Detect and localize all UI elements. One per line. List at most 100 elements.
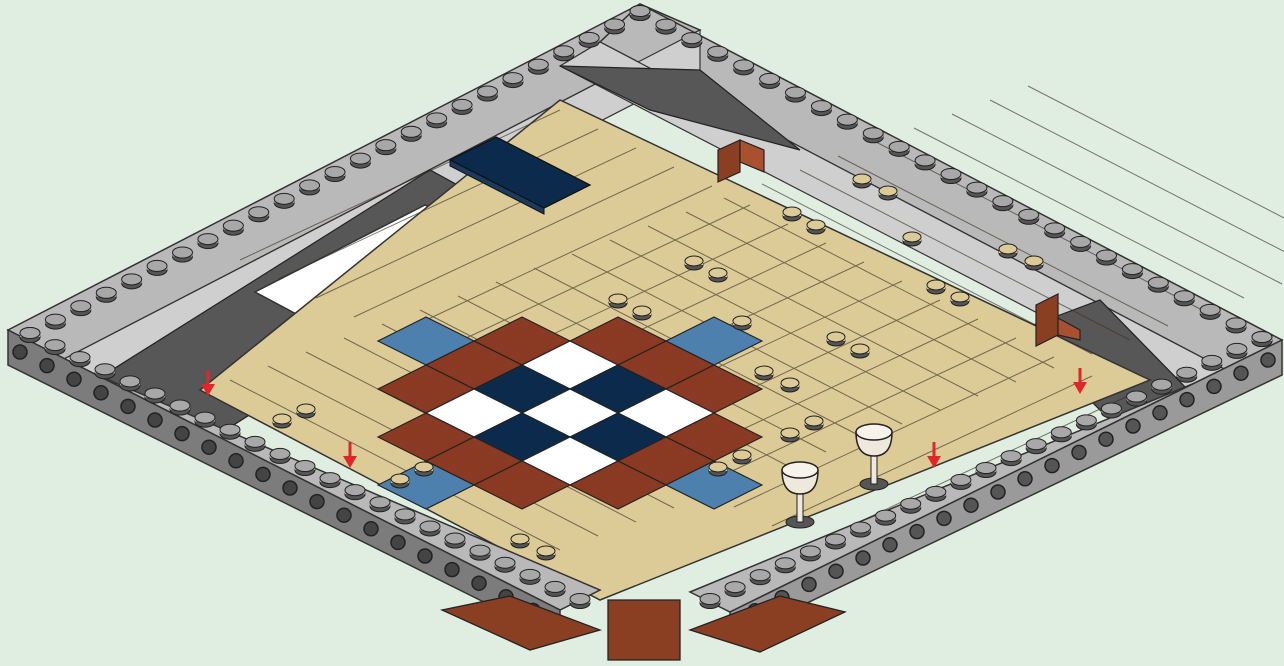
rim-stud [220,424,240,439]
rim-stud [223,220,243,235]
floor-stud [633,306,651,320]
rim-stud [579,32,599,47]
rim-stud [915,155,935,170]
rim-stud [1200,304,1220,319]
rim-stud [20,328,40,343]
rim-stud [420,521,440,536]
rim-stud [682,33,702,48]
floor-stud [927,280,945,294]
technic-hole [229,454,243,468]
technic-hole [1018,472,1032,486]
rim-stud [951,474,971,489]
front-brown-plates [442,596,845,660]
rim-stud [395,509,415,524]
rim-stud [554,46,574,61]
rim-stud [376,140,396,155]
diamond-mosaic [378,317,762,509]
rim-stud [122,274,142,289]
technic-hole [40,359,54,373]
rim-stud [45,314,65,329]
technic-hole [310,495,324,509]
rim-stud [345,485,365,500]
technic-hole [1045,459,1059,473]
floor-stud [805,416,823,430]
rim-stud [325,167,345,182]
rim-stud [1148,277,1168,292]
rim-stud [528,59,548,74]
technic-hole [991,485,1005,499]
rim-stud [445,533,465,548]
floor-stud [781,378,799,392]
rim-stud [976,463,996,478]
floor-stud [951,292,969,306]
floor-stud [391,474,409,488]
technic-hole [1234,366,1248,380]
rim-stud [1026,439,1046,454]
rim-stud [70,352,90,367]
rim-stud [811,101,831,116]
rim-stud [95,364,115,379]
technic-hole [910,525,924,539]
technic-hole [283,481,297,495]
rim-stud [245,436,265,451]
rim-stud [96,287,116,302]
rim-stud [173,247,193,262]
rim-stud [876,510,896,525]
floor-stud [851,344,869,358]
rim-stud [725,582,745,597]
rim-stud [993,196,1013,211]
technic-hole [121,399,135,413]
rim-stud [837,114,857,129]
technic-hole [472,576,486,590]
rim-stud [1001,451,1021,466]
rim-stud [520,569,540,584]
floor-stud [879,186,897,200]
rim-stud [503,73,523,88]
rim-stud [760,73,780,88]
rim-stud [1227,343,1247,358]
rim-stud [300,180,320,195]
rim-stud [967,182,987,197]
rim-stud [120,376,140,391]
floor-stud [297,404,315,418]
rim-stud [1101,403,1121,418]
rim-stud [1122,264,1142,279]
floor-stud [709,462,727,476]
floor-stud [685,256,703,270]
floor-stud [609,294,627,308]
floor-stud [733,316,751,330]
rim-stud [170,400,190,415]
rim-stud [656,19,676,34]
rim-stud [470,545,490,560]
rim-stud [71,301,91,316]
rim-stud [270,448,290,463]
technic-hole [391,535,405,549]
rim-stud [1045,223,1065,238]
technic-hole [445,563,459,577]
rim-stud [427,113,447,128]
floor-stud [273,414,291,428]
technic-hole [1099,432,1113,446]
rim-stud [452,99,472,114]
floor-stud [827,332,845,346]
technic-hole [1261,353,1275,367]
technic-hole [883,538,897,552]
rim-stud [1127,391,1147,406]
rim-stud [1177,367,1197,382]
technic-hole [937,511,951,525]
floor-stud [903,232,921,246]
front-plate-center [608,600,680,660]
floor-stud [1025,256,1043,270]
rim-stud [708,46,728,61]
rim-stud [1076,415,1096,430]
rim-stud [274,193,294,208]
floor-stud [853,174,871,188]
rim-stud [478,86,498,101]
rim-stud [1051,427,1071,442]
floor-stud [415,462,433,476]
rim-stud [545,581,565,596]
rim-stud [1202,355,1222,370]
rim-stud [401,126,421,141]
rim-stud [825,534,845,549]
